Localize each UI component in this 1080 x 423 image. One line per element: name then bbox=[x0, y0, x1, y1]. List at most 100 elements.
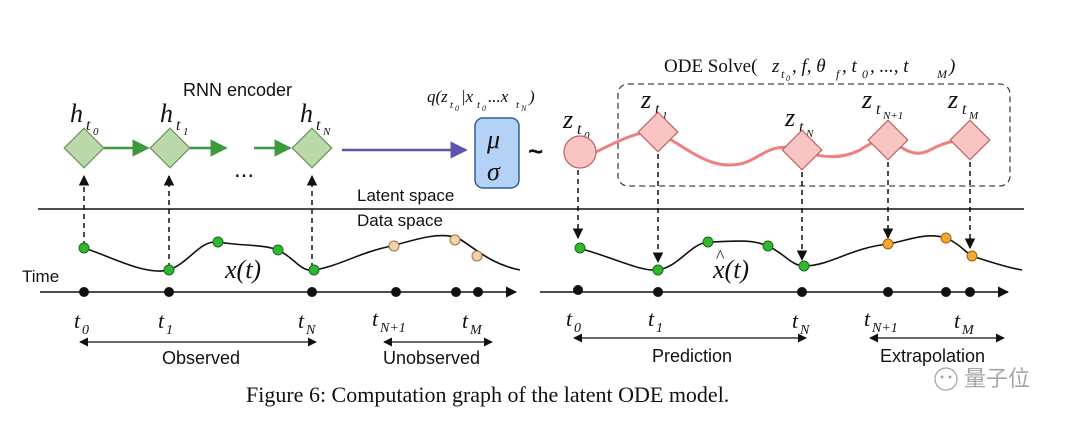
h-t1-label: h t 1 bbox=[160, 99, 189, 138]
svg-text:t: t bbox=[176, 117, 181, 134]
svg-text:z: z bbox=[861, 85, 872, 114]
tick-label-t1-left: t 1 bbox=[158, 308, 173, 338]
svg-text:t: t bbox=[450, 99, 454, 111]
svg-text:M: M bbox=[936, 67, 948, 81]
svg-text:z: z bbox=[562, 105, 573, 134]
time-point-t1-right bbox=[653, 287, 663, 297]
tick-label-tN1-right: t N+1 bbox=[864, 306, 898, 336]
svg-text:ODE Solve(: ODE Solve( bbox=[664, 56, 757, 77]
svg-text:t: t bbox=[298, 308, 305, 333]
svg-text:M: M bbox=[469, 323, 483, 338]
svg-text:h: h bbox=[70, 99, 83, 128]
predicted-point-t1 bbox=[652, 264, 664, 276]
tick-label-tM-left: t M bbox=[462, 308, 483, 338]
svg-text:|x: |x bbox=[461, 87, 474, 106]
svg-text:t: t bbox=[648, 306, 655, 331]
observed-point bbox=[272, 244, 284, 256]
time-label: Time bbox=[22, 267, 59, 286]
time-point-tN-right bbox=[797, 287, 807, 297]
svg-text:, f, θ: , f, θ bbox=[792, 56, 826, 77]
svg-text:f: f bbox=[836, 67, 841, 81]
svg-text:0: 0 bbox=[584, 130, 590, 142]
svg-text:t: t bbox=[577, 121, 582, 138]
svg-text:N: N bbox=[805, 128, 814, 140]
svg-text:t: t bbox=[655, 101, 660, 118]
extrapolated-point bbox=[966, 250, 978, 262]
unobserved-point bbox=[449, 234, 461, 246]
svg-text:N: N bbox=[305, 323, 316, 338]
z-tN1-node bbox=[867, 119, 909, 161]
svg-text:0: 0 bbox=[93, 126, 99, 138]
z-t1-node bbox=[637, 111, 679, 153]
time-point-t1 bbox=[164, 287, 174, 297]
svg-text:N+1: N+1 bbox=[871, 321, 898, 336]
h-t0-label: h t 0 bbox=[70, 99, 99, 138]
svg-text:...x: ...x bbox=[488, 87, 509, 106]
svg-text:): ) bbox=[948, 56, 955, 77]
time-point-tM-right bbox=[965, 287, 975, 297]
svg-text:t: t bbox=[954, 308, 961, 333]
svg-text:1: 1 bbox=[662, 110, 668, 122]
svg-text:x(t): x(t) bbox=[224, 255, 261, 284]
svg-text:): ) bbox=[528, 87, 535, 106]
extrapolation-label: Extrapolation bbox=[880, 346, 985, 366]
time-point-t0 bbox=[79, 287, 89, 297]
rnn-encoder-label: RNN encoder bbox=[183, 80, 292, 100]
svg-text:x(t): x(t) bbox=[712, 255, 749, 284]
sampling-tilde: ~ bbox=[528, 136, 543, 166]
predicted-point bbox=[762, 240, 774, 252]
svg-text:t: t bbox=[962, 101, 967, 118]
svg-text:t: t bbox=[86, 117, 91, 134]
svg-text:M: M bbox=[968, 110, 979, 122]
svg-text:t: t bbox=[566, 306, 573, 331]
extrapolated-point bbox=[882, 238, 894, 250]
svg-text:t: t bbox=[876, 101, 881, 118]
svg-text:0: 0 bbox=[574, 321, 581, 336]
svg-text:0: 0 bbox=[862, 67, 868, 81]
tick-label-tN1-left: t N+1 bbox=[372, 306, 406, 336]
x-hat-t-label: x(t) ^ bbox=[712, 246, 749, 284]
tick-label-t1-right: t 1 bbox=[648, 306, 663, 336]
tick-label-t0-left: t 0 bbox=[74, 308, 89, 338]
unobserved-point bbox=[471, 250, 483, 262]
svg-text:h: h bbox=[300, 99, 313, 128]
svg-text:N: N bbox=[520, 104, 527, 113]
svg-text:q(z: q(z bbox=[427, 87, 448, 106]
svg-text:t: t bbox=[516, 99, 520, 111]
x-t-label: x(t) bbox=[224, 255, 261, 284]
unobserved-point bbox=[388, 240, 400, 252]
sigma-symbol: σ bbox=[487, 157, 501, 186]
svg-text:t: t bbox=[462, 308, 469, 333]
posterior-label: q(z t 0 |x t 0 ...x t N ) bbox=[427, 87, 535, 113]
prediction-label: Prediction bbox=[652, 346, 732, 366]
data-space-label: Data space bbox=[357, 211, 443, 230]
time-point-tN1-right bbox=[883, 287, 893, 297]
svg-text:t: t bbox=[792, 308, 799, 333]
tick-label-tM-right: t M bbox=[954, 308, 975, 338]
ode-solve-box bbox=[617, 83, 1011, 187]
observed-point bbox=[212, 236, 224, 248]
z-t1-label: z t 1 bbox=[640, 85, 668, 122]
svg-text:h: h bbox=[160, 99, 173, 128]
svg-text:1: 1 bbox=[166, 323, 173, 338]
svg-text:M: M bbox=[961, 323, 975, 338]
z-tN-label: z t N bbox=[784, 103, 814, 140]
svg-text:t: t bbox=[864, 306, 871, 331]
svg-text:N: N bbox=[322, 126, 331, 138]
svg-text:t: t bbox=[316, 117, 321, 134]
figure-caption: Figure 6: Computation graph of the laten… bbox=[246, 382, 729, 407]
tick-label-t0-right: t 0 bbox=[566, 306, 581, 336]
unobserved-label: Unobserved bbox=[383, 348, 480, 368]
observed-point-t0 bbox=[78, 242, 90, 254]
observed-label: Observed bbox=[162, 348, 240, 368]
z-tM-label: z t M bbox=[947, 85, 979, 122]
svg-text:0: 0 bbox=[82, 323, 89, 338]
svg-text:0: 0 bbox=[455, 104, 459, 113]
time-point-t0-right bbox=[573, 285, 583, 295]
predicted-point-t0 bbox=[574, 242, 586, 254]
svg-text:t: t bbox=[372, 306, 379, 331]
z-t0-label: z t 0 bbox=[562, 105, 590, 142]
tick-label-tN-left: t N bbox=[298, 308, 316, 338]
predicted-point bbox=[702, 236, 714, 248]
